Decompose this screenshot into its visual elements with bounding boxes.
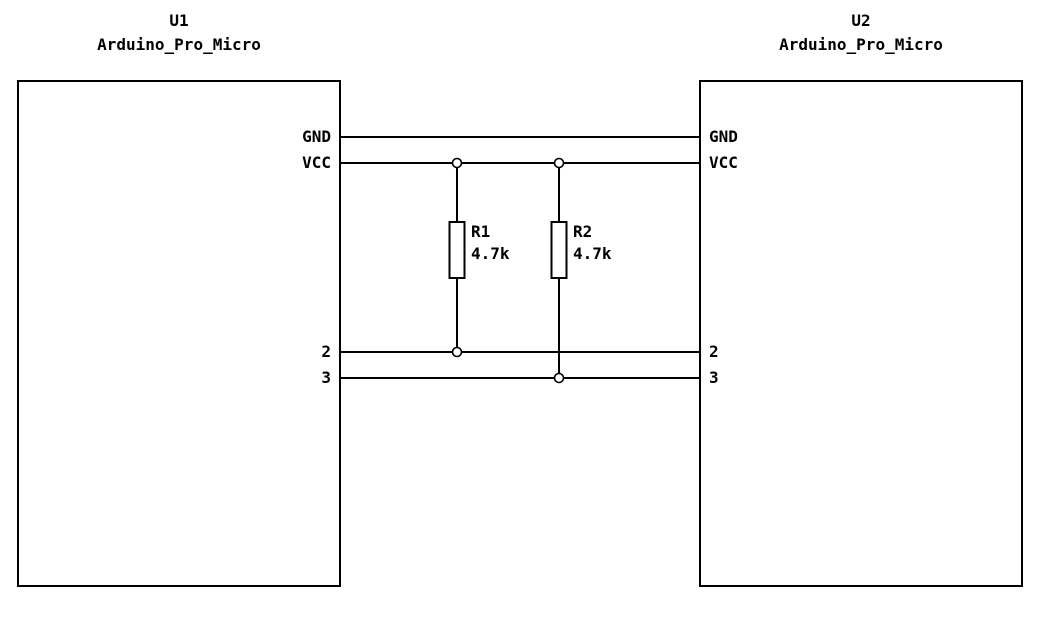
r1-reference: R1	[471, 222, 491, 241]
r2-body	[550, 221, 568, 279]
u2-value: Arduino_Pro_Micro	[779, 35, 943, 54]
junction-r1-vcc	[451, 157, 463, 169]
u1-reference: U1	[169, 11, 189, 30]
u2-pin-gnd-label: GND	[709, 127, 738, 146]
u1-pin-3-label: 3	[321, 368, 331, 387]
r1-value: 4.7k	[471, 244, 510, 263]
u1-outline	[17, 80, 341, 587]
u2-pin-2-label: 2	[709, 342, 719, 361]
junction-r1-pin2	[451, 346, 463, 358]
u2-outline	[699, 80, 1023, 587]
u1-value: Arduino_Pro_Micro	[97, 35, 261, 54]
r2-reference: R2	[573, 222, 593, 241]
u2-pin-vcc-label: VCC	[709, 153, 738, 172]
u1-pin-2-label: 2	[321, 342, 331, 361]
r1-body	[448, 221, 466, 279]
u1-pin-vcc-label: VCC	[302, 153, 331, 172]
u1-pin-gnd-label: GND	[302, 127, 331, 146]
u2-pin-3-label: 3	[709, 368, 719, 387]
junction-r2-vcc	[553, 157, 565, 169]
u2-reference: U2	[851, 11, 871, 30]
junction-r2-pin3	[553, 372, 565, 384]
r2-value: 4.7k	[573, 244, 612, 263]
